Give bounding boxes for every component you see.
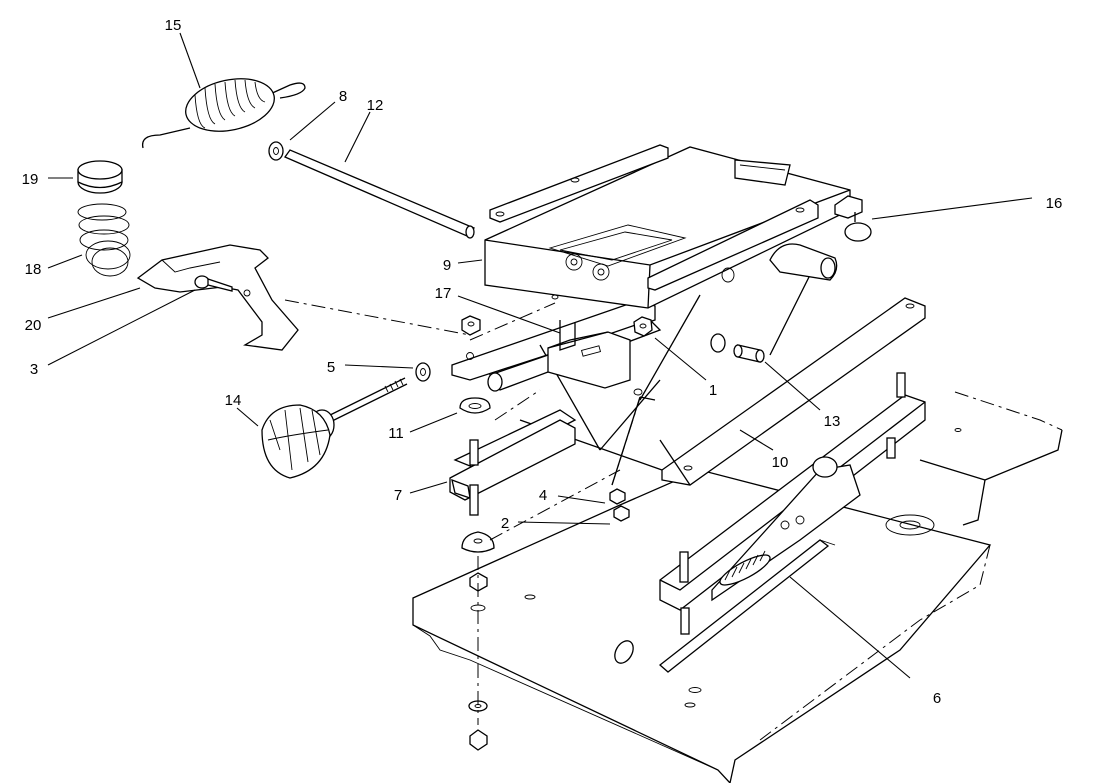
callout-10: 10 xyxy=(772,454,789,471)
bottom-hardware xyxy=(461,531,495,751)
base-plate xyxy=(412,391,1063,783)
seat-frame xyxy=(484,144,851,309)
callout-2: 2 xyxy=(501,515,509,532)
callout-11: 11 xyxy=(388,425,404,442)
callout-8: 8 xyxy=(339,88,347,105)
cap xyxy=(77,160,123,194)
callout-18: 18 xyxy=(25,261,42,278)
callout-9: 9 xyxy=(443,257,451,274)
washer xyxy=(268,141,284,161)
callout-numbers: 15 8 12 19 18 20 3 9 16 17 5 1 13 14 11 … xyxy=(22,17,1063,707)
nut xyxy=(633,316,653,337)
flat-washer xyxy=(415,362,431,382)
callout-4: 4 xyxy=(539,487,547,504)
callout-16: 16 xyxy=(1046,195,1063,212)
callout-14: 14 xyxy=(225,392,242,409)
bracket xyxy=(547,320,631,389)
callout-1: 1 xyxy=(709,382,717,399)
lever xyxy=(136,244,299,351)
compression-spring xyxy=(77,203,131,277)
callout-5: 5 xyxy=(327,359,335,376)
extension-spring xyxy=(141,78,306,149)
callout-19: 19 xyxy=(22,171,39,188)
leader-lines xyxy=(47,32,1033,679)
bumper xyxy=(459,315,630,522)
bushing xyxy=(710,333,765,363)
callout-20: 20 xyxy=(25,317,42,334)
suspension-frame xyxy=(451,254,926,486)
rod xyxy=(284,149,476,239)
assembly-centerlines xyxy=(284,299,641,541)
stop xyxy=(834,195,872,242)
callout-15: 15 xyxy=(165,17,182,34)
callout-12: 12 xyxy=(367,97,384,114)
callout-13: 13 xyxy=(824,413,841,430)
callout-17: 17 xyxy=(435,285,452,302)
seat-rail xyxy=(449,419,576,516)
callout-6: 6 xyxy=(933,690,941,707)
seat-slide-assembly xyxy=(614,372,926,673)
callout-7: 7 xyxy=(394,487,402,504)
callout-3: 3 xyxy=(30,361,38,378)
bolt xyxy=(194,275,233,292)
knob-assembly xyxy=(261,377,408,479)
